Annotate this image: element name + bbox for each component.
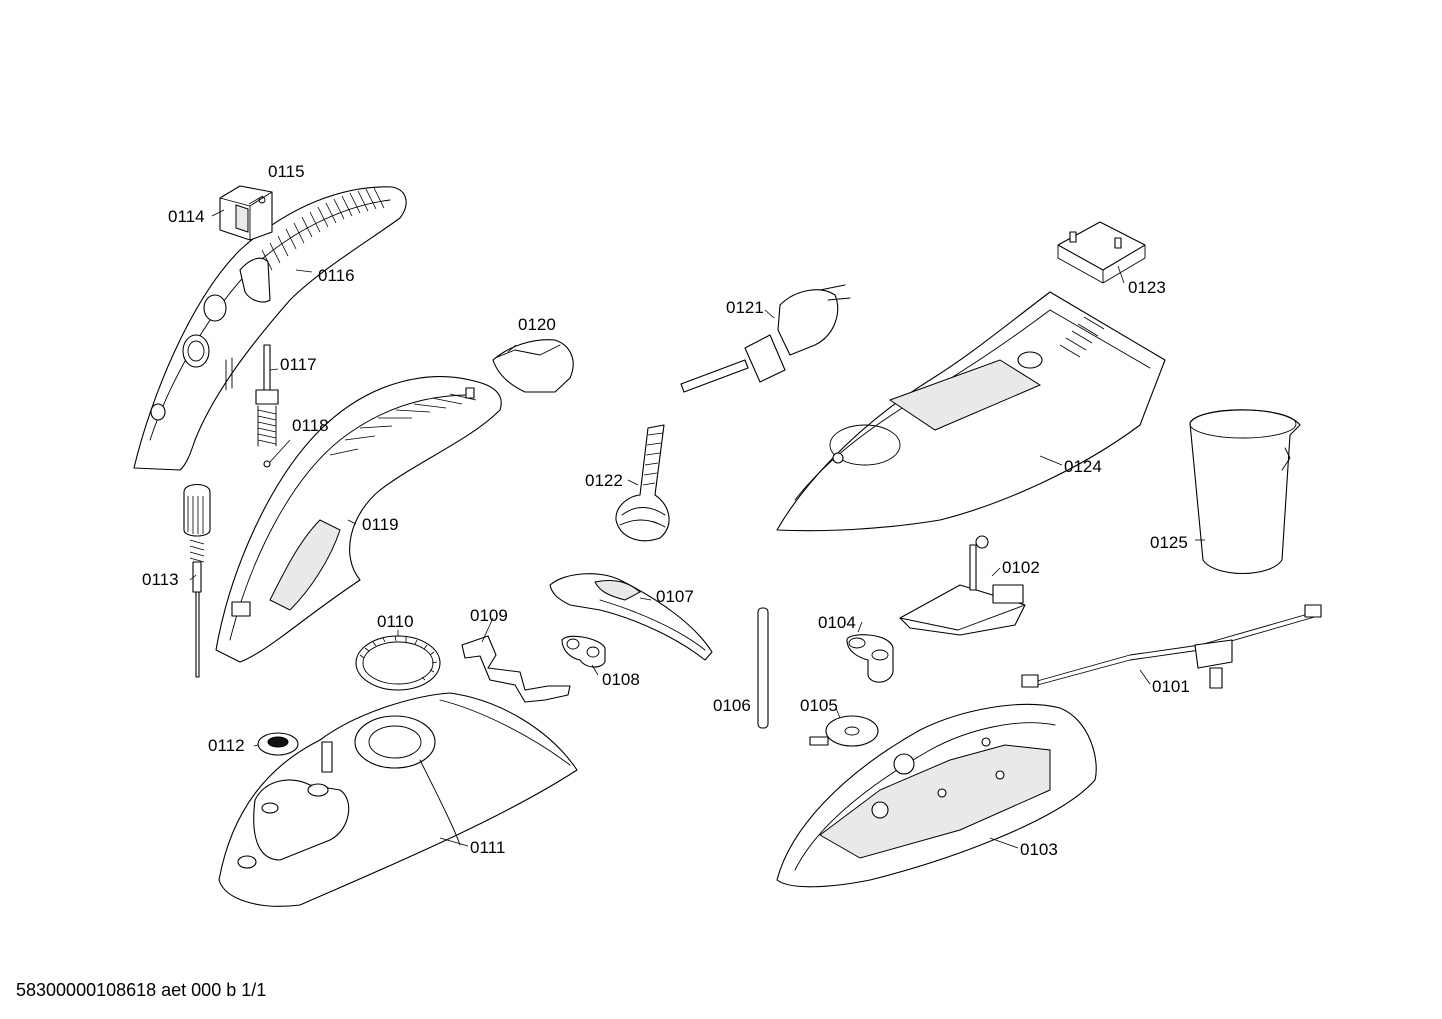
label-0109: 0109 [470, 606, 508, 625]
label-0108: 0108 [602, 670, 640, 689]
label-0111: 0111 [470, 838, 505, 857]
part-0116-handle-cover[interactable] [133, 186, 407, 471]
label-0122: 0122 [585, 471, 623, 490]
label-0116: 0116 [318, 266, 355, 285]
label-0119: 0119 [362, 515, 399, 534]
part-0108-clip[interactable] [561, 635, 606, 668]
label-0110: 0110 [377, 612, 414, 631]
part-0101-wire-harness[interactable] [1021, 604, 1322, 689]
document-id: 58300000108618 aet 000 b 1/1 [16, 980, 267, 1000]
part-0119-handle-frame[interactable] [215, 375, 502, 663]
label-0112: 0112 [208, 736, 245, 755]
part-0103-soleplate[interactable] [776, 703, 1097, 888]
label-0124: 0124 [1064, 457, 1102, 476]
part-0123-control-board[interactable] [1057, 221, 1146, 284]
part-0111-water-tank[interactable] [218, 692, 578, 907]
part-0122-cord-guard[interactable] [615, 424, 670, 542]
part-0124-housing-shell[interactable] [776, 291, 1166, 532]
label-0120: 0120 [518, 315, 556, 334]
part-0106-rod[interactable] [757, 607, 769, 729]
label-0103: 0103 [1020, 840, 1058, 859]
part-0109-bracket[interactable] [461, 635, 571, 703]
part-0125-measuring-cup[interactable] [1189, 409, 1301, 575]
part-0117-spring-pin[interactable] [255, 344, 279, 447]
label-0107: 0107 [656, 587, 694, 606]
label-0106: 0106 [713, 696, 751, 715]
part-0107-chamber-cover[interactable] [549, 573, 713, 661]
label-0104: 0104 [818, 613, 856, 632]
label-0101: 0101 [1152, 677, 1190, 696]
label-0114: 0114 [168, 207, 205, 226]
label-0105: 0105 [800, 696, 838, 715]
label-0115: 0115 [268, 162, 305, 181]
part-0105-disc[interactable] [809, 715, 879, 747]
part-0118-ball[interactable] [263, 460, 271, 468]
part-0102-thermostat[interactable] [899, 535, 1026, 636]
part-0120-rear-cap[interactable] [492, 339, 574, 393]
label-0123: 0123 [1128, 278, 1166, 297]
part-0112-grommet[interactable] [257, 732, 299, 756]
label-0102: 0102 [1002, 558, 1040, 577]
part-0121-plug[interactable] [680, 284, 851, 393]
label-0118: 0118 [292, 416, 329, 435]
part-0113-steam-knob[interactable] [183, 483, 211, 678]
label-0125: 0125 [1150, 533, 1188, 552]
part-0110-seal-ring[interactable] [355, 635, 441, 691]
part-0114-button-cap[interactable] [219, 185, 273, 241]
part-number-labels: 0115 0114 0116 0117 0118 0113 0119 0120 … [142, 162, 1190, 859]
label-0117: 0117 [280, 355, 317, 374]
label-0121: 0121 [726, 298, 764, 317]
part-0104-bushing[interactable] [846, 634, 894, 683]
label-0113: 0113 [142, 570, 179, 589]
leader-lines [189, 195, 1205, 849]
